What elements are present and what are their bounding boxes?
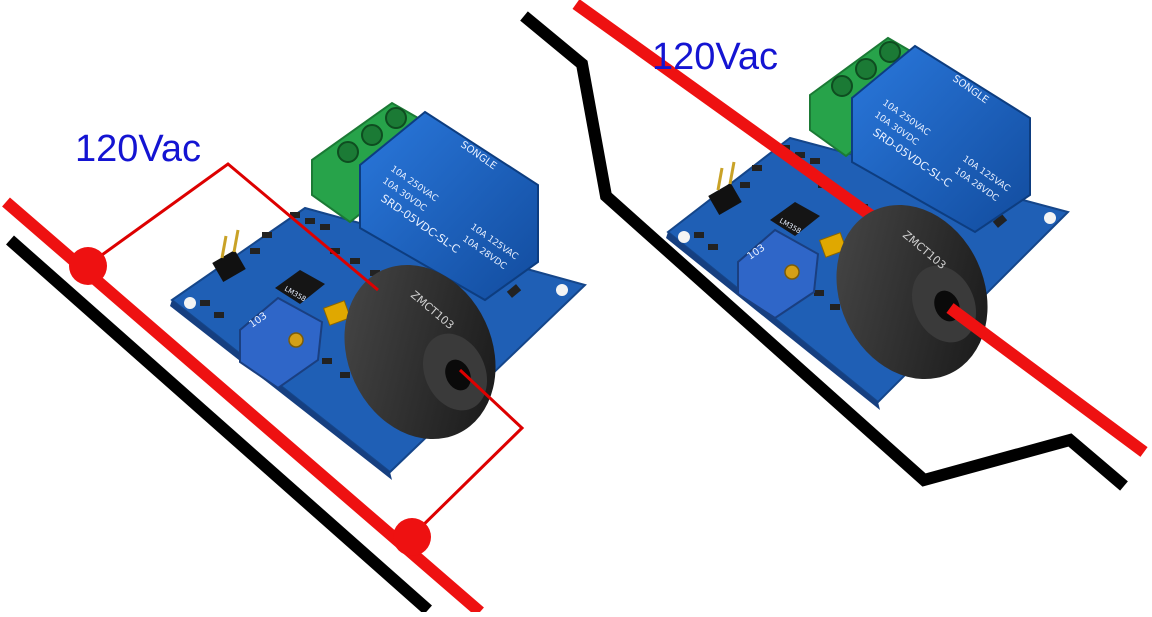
left-mount-hole	[184, 297, 196, 309]
left-panel: SRD-05VDC-SL-C 10A 250VAC 10A 30VDC 10A …	[6, 103, 585, 612]
left-voltage-label: 120Vac	[75, 130, 201, 168]
right-mount-hole	[1044, 212, 1056, 224]
left-mount-hole	[556, 284, 568, 296]
left-junction-dot	[393, 518, 431, 556]
left-junction-dot	[69, 247, 107, 285]
right-mount-hole	[678, 231, 690, 243]
right-live-wire-lower	[950, 308, 1144, 452]
right-voltage-label: 120Vac	[652, 38, 778, 76]
right-panel: SRD-05VDC-SL-C 10A 250VAC 10A 30VDC 10A …	[524, 4, 1144, 486]
